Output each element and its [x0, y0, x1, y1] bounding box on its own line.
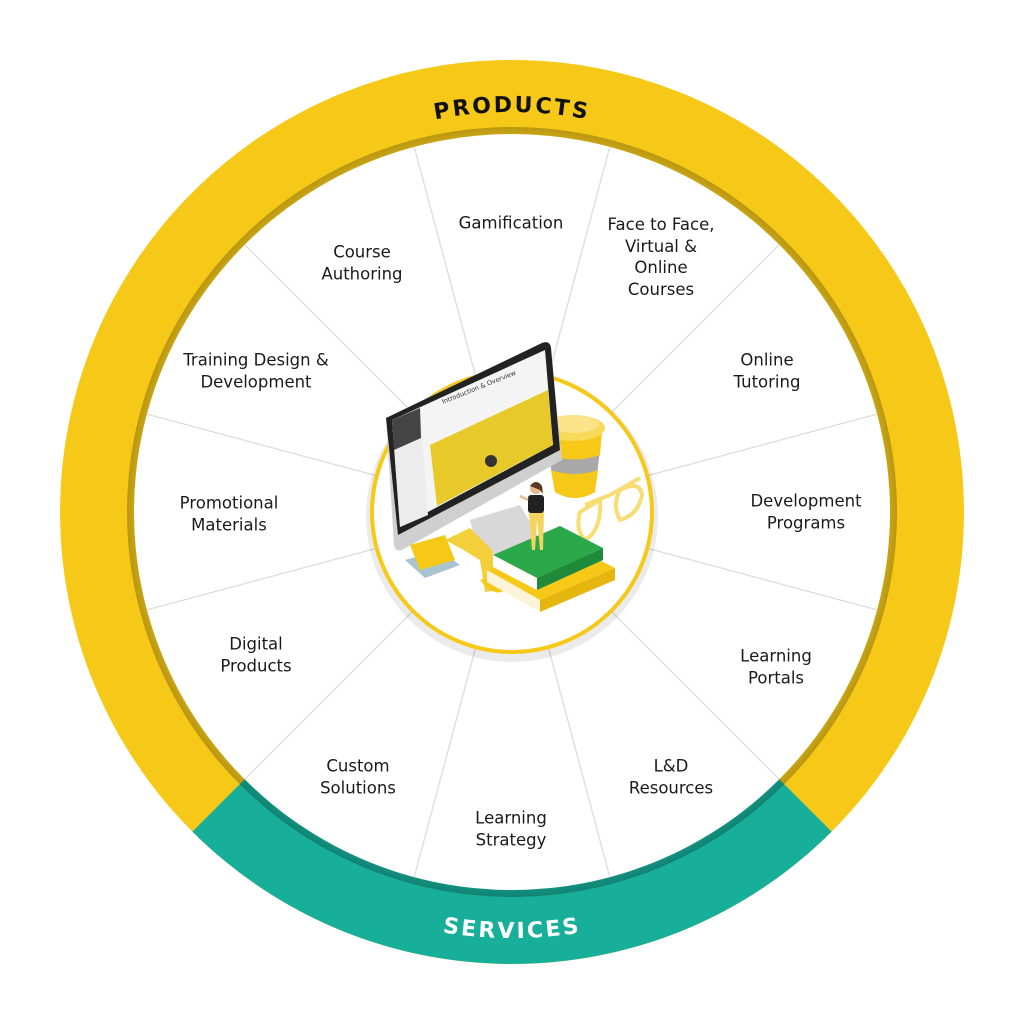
segment-divider: [244, 244, 414, 414]
segment-divider: [146, 413, 377, 477]
segment-ld-resources: L&D Resources: [628, 756, 714, 798]
segment-gamification: Gamification: [458, 213, 564, 233]
segment-divider: [413, 146, 477, 377]
segment-training-design: Training Design & Development: [183, 350, 329, 392]
segment-online-tutoring: Online Tutoring: [733, 350, 801, 392]
segment-dividers: [146, 146, 878, 878]
segment-face-to-face-courses: Face to Face, Virtual & Online Courses: [607, 215, 715, 299]
segment-divider: [610, 244, 780, 414]
segment-custom-solutions: Custom Solutions: [320, 756, 396, 798]
segment-learning-strategy: Learning Strategy: [475, 808, 547, 850]
segment-divider: [413, 647, 477, 878]
segment-development-programs: Development Programs: [750, 491, 862, 533]
books-icon: [487, 526, 615, 612]
segment-learning-portals: Learning Portals: [740, 646, 812, 688]
segment-course-authoring: Course Authoring: [321, 242, 403, 284]
segment-divider: [610, 610, 780, 780]
segment-promotional-materials: Promotional Materials: [179, 493, 279, 535]
segment-divider: [547, 146, 611, 377]
segment-digital-products: Digital Products: [220, 634, 292, 676]
segment-divider: [547, 647, 611, 878]
segment-divider: [146, 547, 377, 611]
segment-divider: [647, 413, 878, 477]
segment-divider: [647, 547, 878, 611]
segment-divider: [244, 610, 414, 780]
person-icon: [519, 482, 544, 550]
excavator-icon: [405, 528, 505, 593]
